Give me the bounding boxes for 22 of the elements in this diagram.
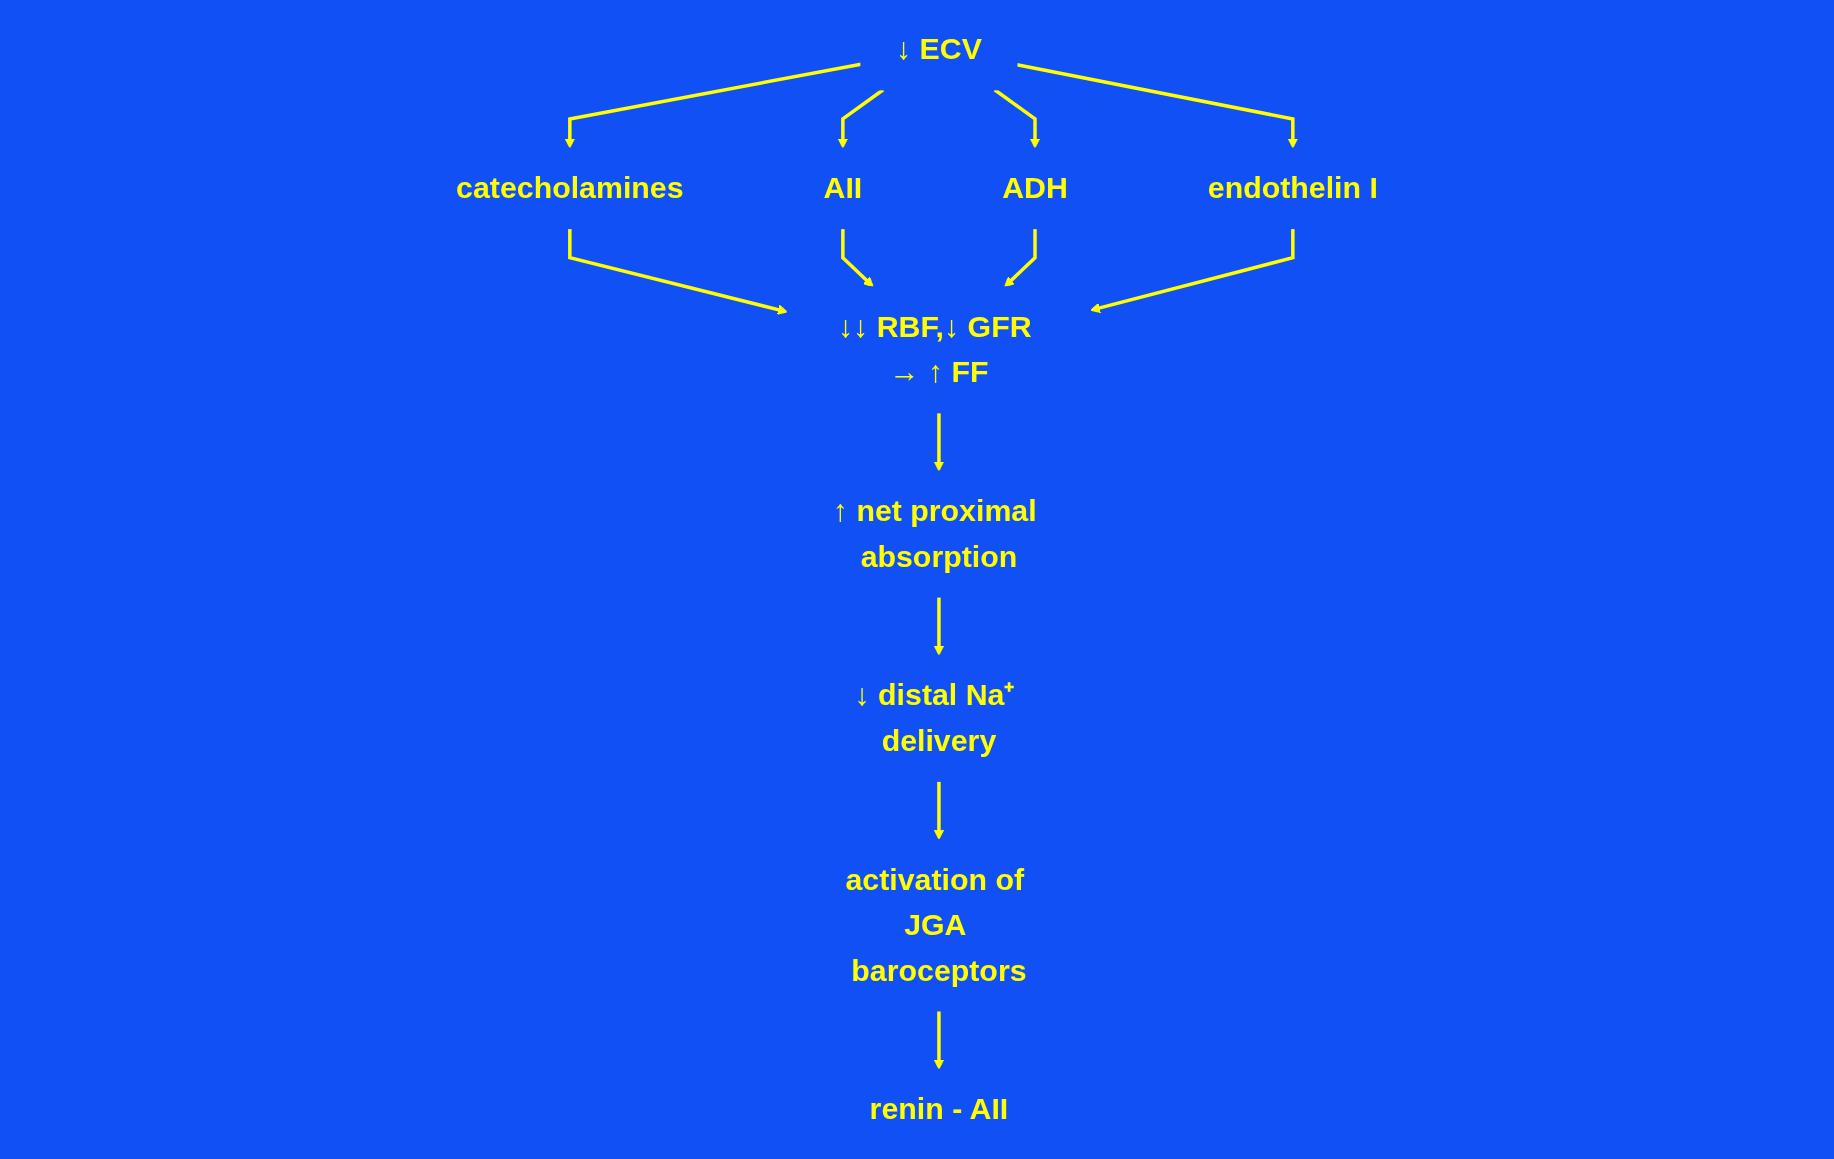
node-text: ↓ ECV [895,31,982,67]
node-text: AII [823,170,863,206]
arrow [1016,63,1298,149]
node-text: ↓↓ RBF,↓ GFR → ↑ FF [837,308,1032,390]
node-text: ↓ distal Na⁺ delivery [854,677,1015,758]
arrow [564,62,862,149]
node-text: endothelin I [1207,170,1378,206]
arrow [933,1010,945,1070]
arrow [933,412,945,472]
node-text: ADH [1002,170,1068,206]
node-text: activation of JGA baroceptors [845,861,1027,988]
arrow [933,781,945,840]
arrow [933,597,945,656]
node-text: ↑ net proximal absorption [832,493,1037,574]
arrow [993,88,1041,149]
arrow [568,228,788,315]
arrow [1004,228,1037,288]
arrow [1090,228,1295,313]
arrow [837,88,885,149]
node-text: renin - AII [869,1091,1009,1127]
node-text: catecholamines [456,170,684,206]
arrow [841,228,874,288]
